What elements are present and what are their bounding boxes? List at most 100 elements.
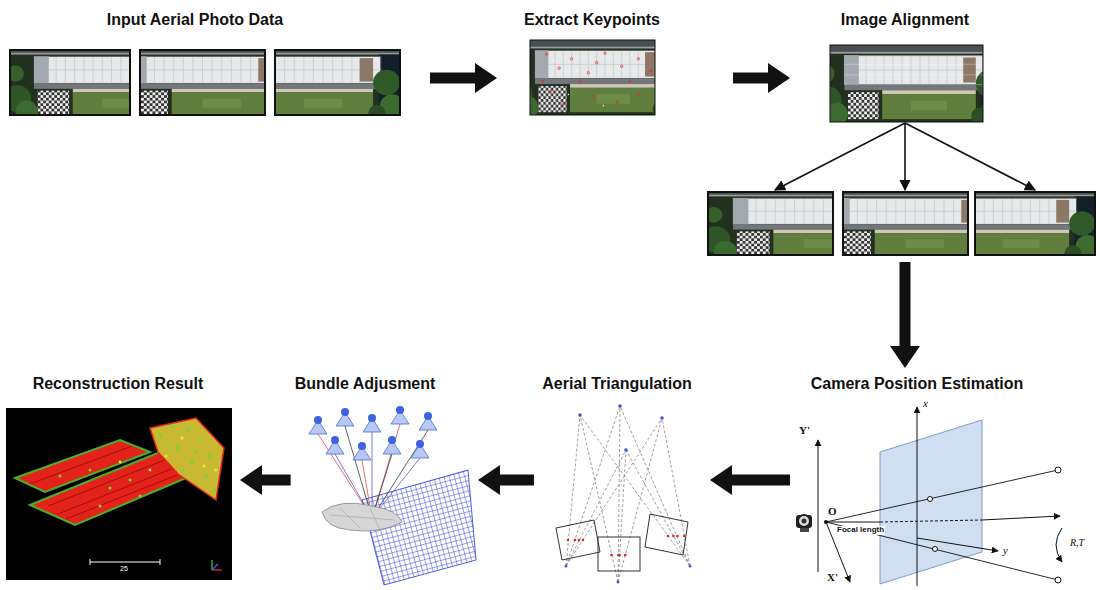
flow-arrow (262, 475, 291, 486)
camera-model (1056, 528, 1062, 562)
point-cloud (30, 446, 132, 484)
point-cloud (167, 443, 170, 446)
transform-label: R,T (1069, 537, 1085, 548)
bundle-figure (416, 440, 424, 448)
flow-arrow (733, 73, 768, 84)
keypoint-photo (603, 105, 604, 106)
input-photos (275, 50, 400, 115)
keypoint-photo (553, 54, 633, 106)
triangulation-figure (565, 565, 568, 568)
camera-model (917, 407, 918, 586)
keypoint-photo (587, 72, 589, 75)
axis-label: Y' (798, 424, 811, 436)
point-cloud (183, 469, 186, 472)
point-cloud (202, 464, 205, 467)
keypoint-photo (568, 94, 569, 96)
keypoint-photo (629, 80, 631, 83)
camera-model (880, 520, 982, 522)
triangulation-figure (683, 535, 686, 538)
camera-model (1055, 577, 1061, 583)
triangulation-figure (556, 514, 688, 571)
triangulation-figure (624, 448, 628, 452)
keypoint-photo (508, 40, 685, 119)
keypoint-photo (637, 57, 639, 60)
split-arrows (905, 123, 1035, 190)
point-cloud (150, 418, 224, 500)
aligned-photos (904, 189, 1100, 263)
bundle-figure (314, 406, 432, 450)
aligned-photos (975, 192, 1095, 255)
alignment-photo (875, 56, 876, 85)
point-cloud (59, 424, 217, 508)
bundle-figure (368, 414, 376, 422)
camera-model (818, 440, 819, 572)
triangulation-figure (582, 539, 585, 542)
keypoint-photo (541, 52, 656, 105)
triangulation-figure (565, 404, 692, 583)
triangulation-figure (689, 565, 692, 568)
keypoint-photo (616, 101, 618, 104)
keypoint-photo (571, 57, 573, 60)
triangulation-figure (618, 554, 621, 557)
camera-model (826, 522, 880, 523)
keypoint-photo (650, 70, 652, 73)
camera-model (796, 407, 1062, 586)
triangulation-figure (618, 404, 622, 408)
alignment-photo (815, 45, 1006, 126)
triangulation-figure (567, 535, 686, 557)
bundle-figure (309, 406, 476, 585)
aligned-photos (904, 189, 1100, 263)
keypoint-photo (579, 80, 581, 83)
camera-model (933, 547, 938, 552)
triangulation-figure (667, 535, 670, 538)
point-cloud (186, 428, 190, 432)
keypoint-photo (508, 40, 685, 119)
point-cloud (90, 562, 160, 563)
alignment-photo (844, 74, 983, 75)
stage-panel: Camera Position Estimation (790, 368, 1095, 586)
point-cloud (170, 424, 174, 428)
split-arrows (775, 123, 1035, 190)
keypoint-photo (637, 93, 639, 96)
bundle-figure (330, 515, 395, 520)
triangulation-figure (578, 539, 581, 542)
triangulation-figure (566, 418, 662, 566)
input-photos (140, 50, 265, 115)
stage-heading: Aerial Triangulation (542, 374, 691, 394)
keypoint-photo (553, 60, 554, 62)
camera-model (917, 538, 998, 551)
bundle-figure (362, 470, 476, 585)
flow-arrow (430, 73, 475, 84)
bundle-figure (372, 432, 373, 518)
bundle-figure (396, 406, 404, 414)
triangulation-figure (618, 450, 626, 582)
aligned-photos (708, 192, 833, 255)
input-photos (4, 46, 405, 122)
stage-panel: Image Alignment (790, 5, 1025, 127)
input-photos (201, 46, 405, 122)
camera-model (1055, 467, 1061, 473)
triangulation-figure (624, 554, 627, 557)
alignment-photo (830, 45, 983, 122)
point-cloud (214, 468, 217, 471)
keypoint-photo (530, 40, 655, 115)
alignment-photo (906, 56, 907, 85)
keypoint-photo (558, 67, 560, 70)
point-cloud (212, 564, 218, 570)
triangulation-figure (566, 450, 626, 566)
input-photos (100, 46, 304, 122)
point-cloud (180, 436, 183, 439)
point-cloud (58, 464, 184, 514)
triangulation-figure (645, 514, 688, 555)
axis-label: X' (826, 571, 839, 583)
stage-panel: Reconstruction Result (5, 368, 240, 582)
keypoint-photo (604, 52, 606, 55)
stage-heading: Extract Keypoints (524, 10, 660, 30)
point-cloud (160, 559, 161, 565)
keypoint-photo (596, 61, 598, 64)
triangulation-figure (618, 406, 620, 582)
keypoint-photo (546, 53, 548, 56)
input-photos (100, 46, 304, 122)
triangulation-figure (660, 416, 664, 420)
point-cloud (6, 408, 232, 580)
